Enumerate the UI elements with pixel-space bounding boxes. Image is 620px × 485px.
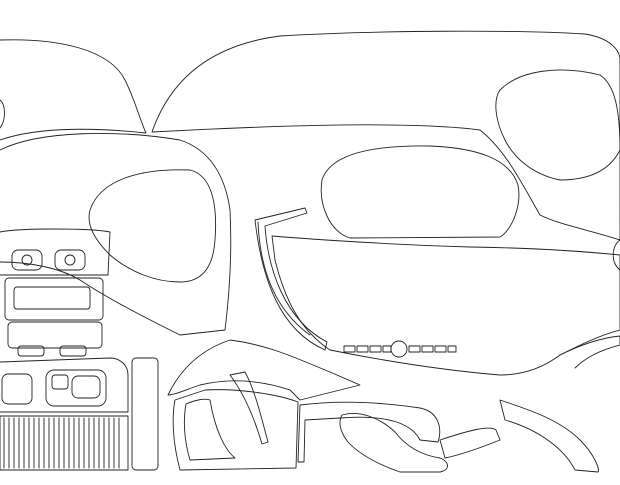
grille-frame — [0, 415, 129, 471]
right-scoop — [499, 399, 599, 473]
left-edge-bulge — [0, 99, 5, 129]
side-trim-strip-inner — [257, 221, 311, 336]
right-lower-edge — [559, 335, 620, 369]
right-vent-outline — [495, 69, 620, 181]
center-console — [0, 228, 111, 357]
knee-panel — [297, 401, 441, 463]
lower-dash-panel — [271, 235, 620, 376]
center-button-row — [343, 340, 457, 358]
lower-trim-piece — [167, 339, 361, 401]
floor-trim — [339, 413, 448, 473]
side-trim-strip — [254, 207, 328, 351]
center-screen-opening — [320, 145, 520, 239]
right-edge-knob — [612, 239, 620, 271]
switch-panel — [0, 357, 159, 471]
glovebox-strip — [229, 371, 269, 445]
vent-grille — [0, 415, 129, 471]
cluster-vent-left — [88, 169, 217, 283]
cluster-cover — [0, 132, 232, 336]
left-upper-panel — [0, 39, 147, 141]
dash-top-panel — [151, 30, 620, 241]
glovebox-frame — [172, 389, 299, 471]
glovebox-frame-inner — [183, 398, 236, 461]
right-lower-trim — [439, 427, 501, 459]
